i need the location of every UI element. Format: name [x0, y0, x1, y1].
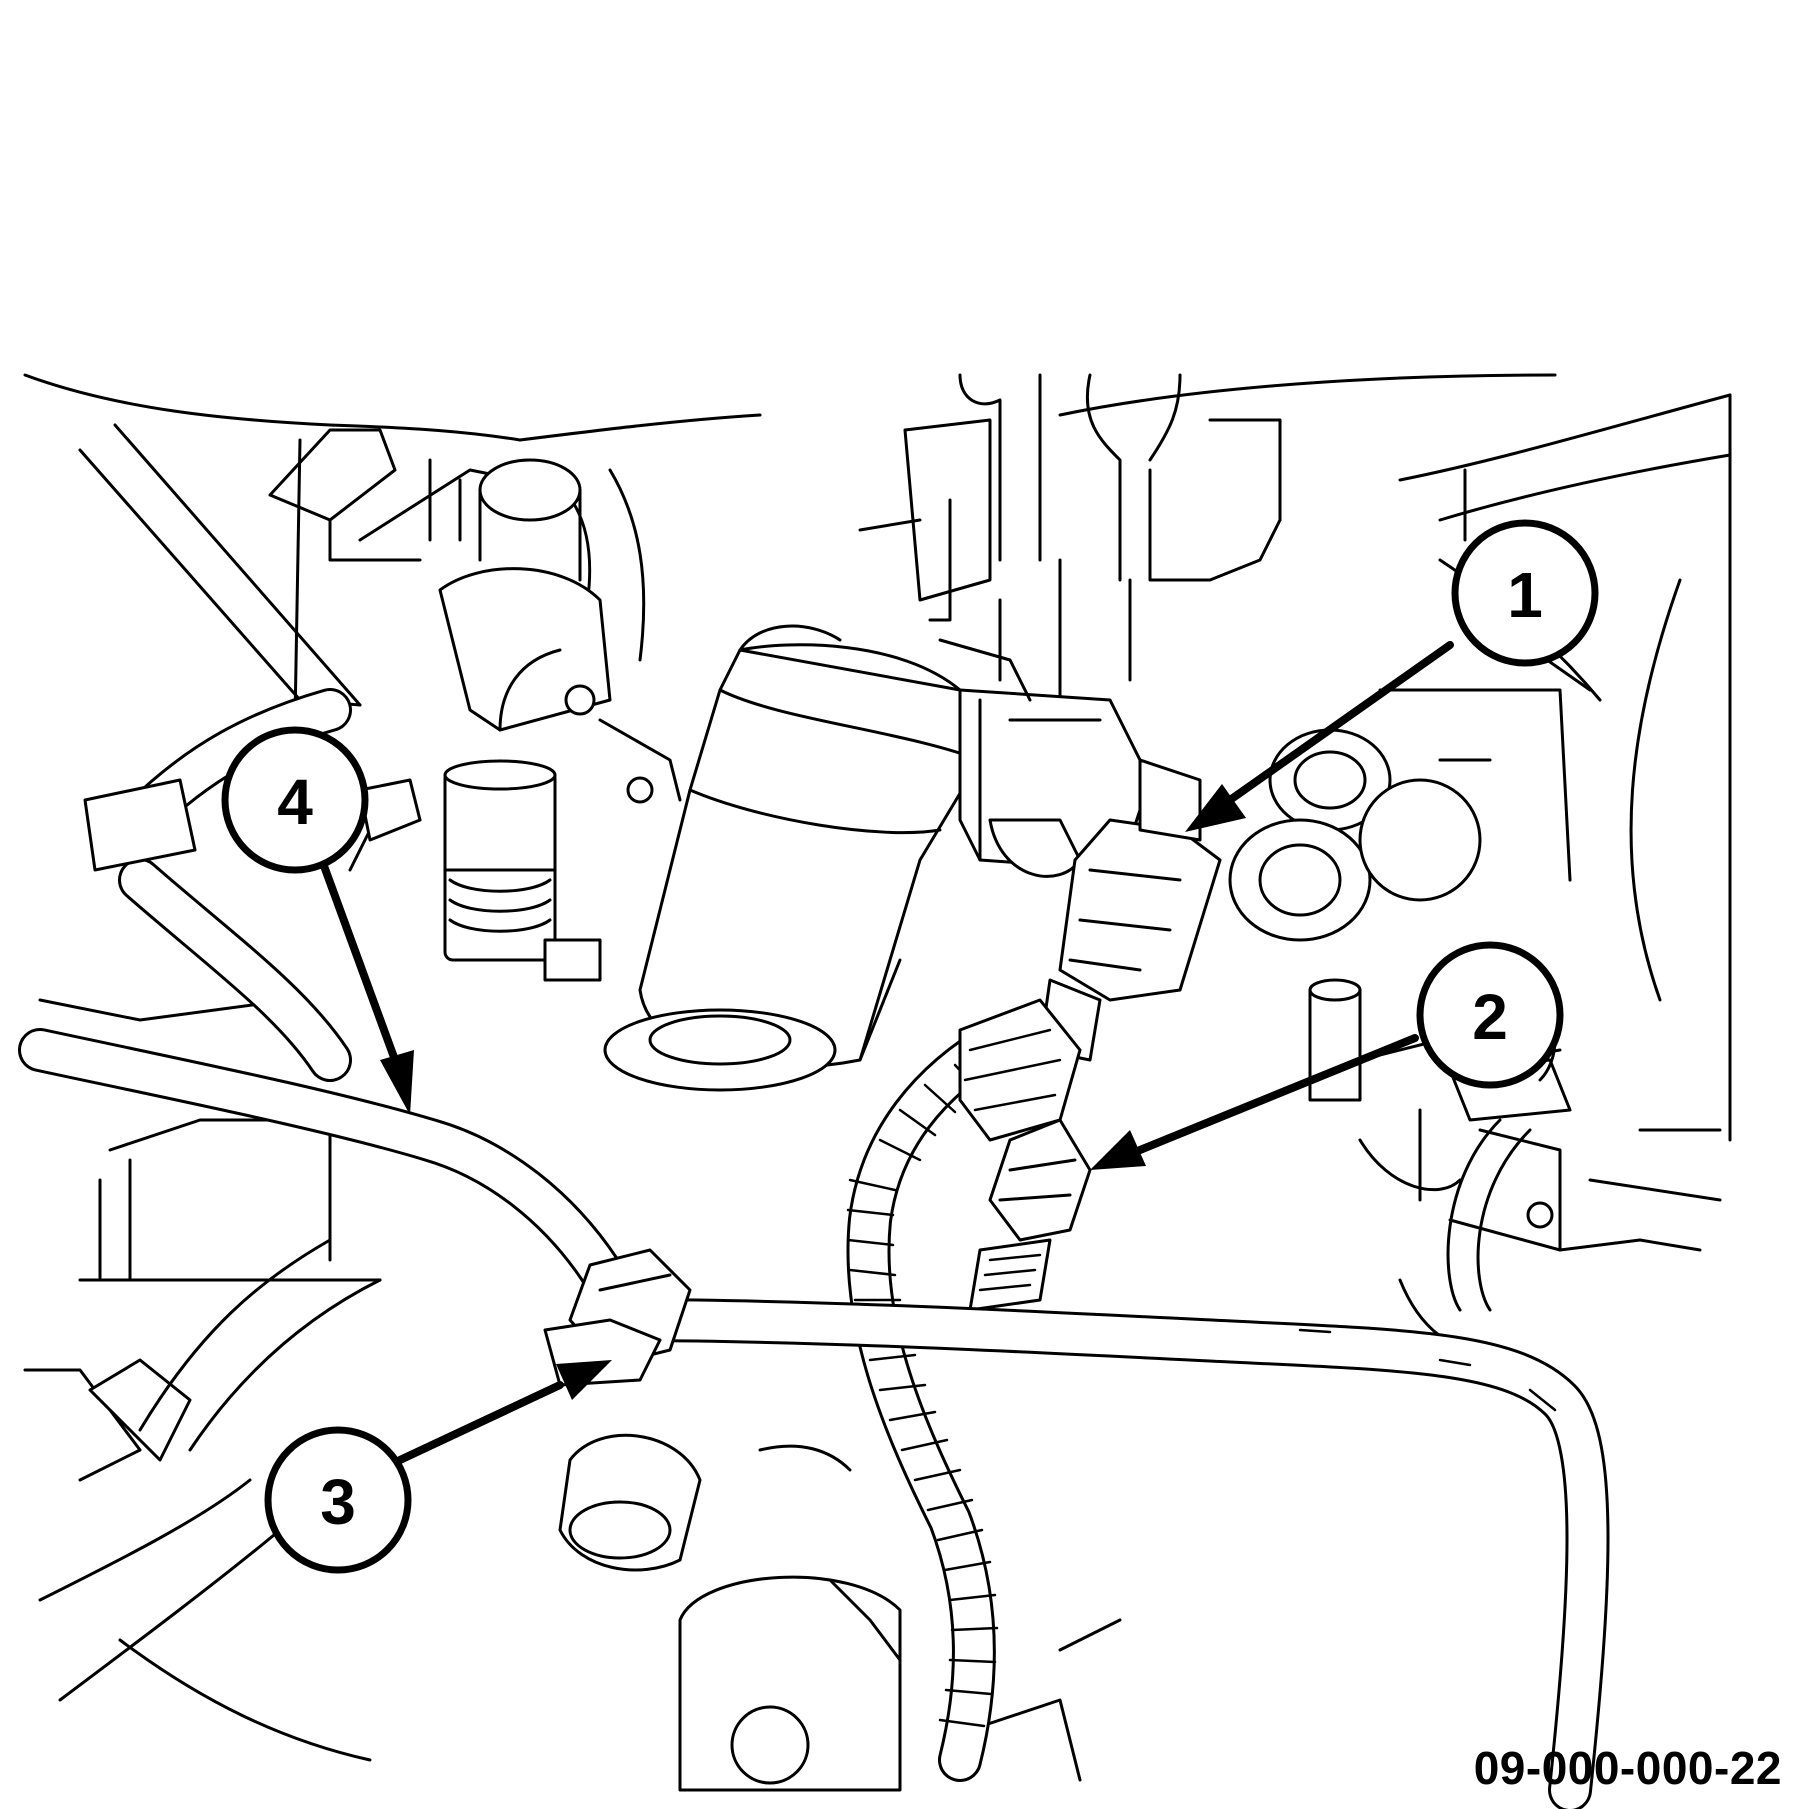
- arrowhead-3: [556, 1360, 612, 1400]
- left-bracket: [268, 428, 646, 722]
- arrowhead-2: [1090, 1130, 1146, 1170]
- top-center-housing: [858, 373, 1282, 702]
- lower-right-bracket: [1358, 1038, 1722, 1362]
- arrowhead-1: [1185, 784, 1246, 832]
- threaded-sensor: [348, 759, 602, 982]
- right-fittings: [1228, 688, 1572, 1102]
- callout-1: 1: [1451, 519, 1599, 667]
- leader-3: [396, 1381, 564, 1464]
- left-hose: [18, 688, 622, 1292]
- actuator-body: [603, 624, 1152, 1092]
- lower-center-housing: [558, 1433, 1122, 1792]
- corrugated-conduit: [846, 1018, 1022, 1782]
- callout-4-number: 4: [277, 766, 313, 838]
- leader-2: [1136, 1034, 1419, 1154]
- figure-id-label: 09-000-000-22: [1473, 1742, 1782, 1794]
- callout-1-number: 1: [1507, 559, 1543, 631]
- callout-2: 2: [1416, 941, 1564, 1089]
- callout-3-number: 3: [320, 1466, 356, 1538]
- callout-leaders: [316, 641, 1454, 1464]
- main-harness: [598, 1298, 1610, 1809]
- callout-3: 3: [264, 1426, 412, 1574]
- leader-1: [1226, 641, 1454, 804]
- electrical-connector-2: [968, 1118, 1092, 1312]
- leader-4: [316, 851, 399, 1064]
- callout-2-number: 2: [1472, 981, 1508, 1053]
- lower-left-components: [23, 998, 382, 1762]
- arrowhead-4: [380, 1050, 414, 1115]
- left-sensor-body: [438, 458, 682, 804]
- callout-4: 4: [221, 726, 369, 874]
